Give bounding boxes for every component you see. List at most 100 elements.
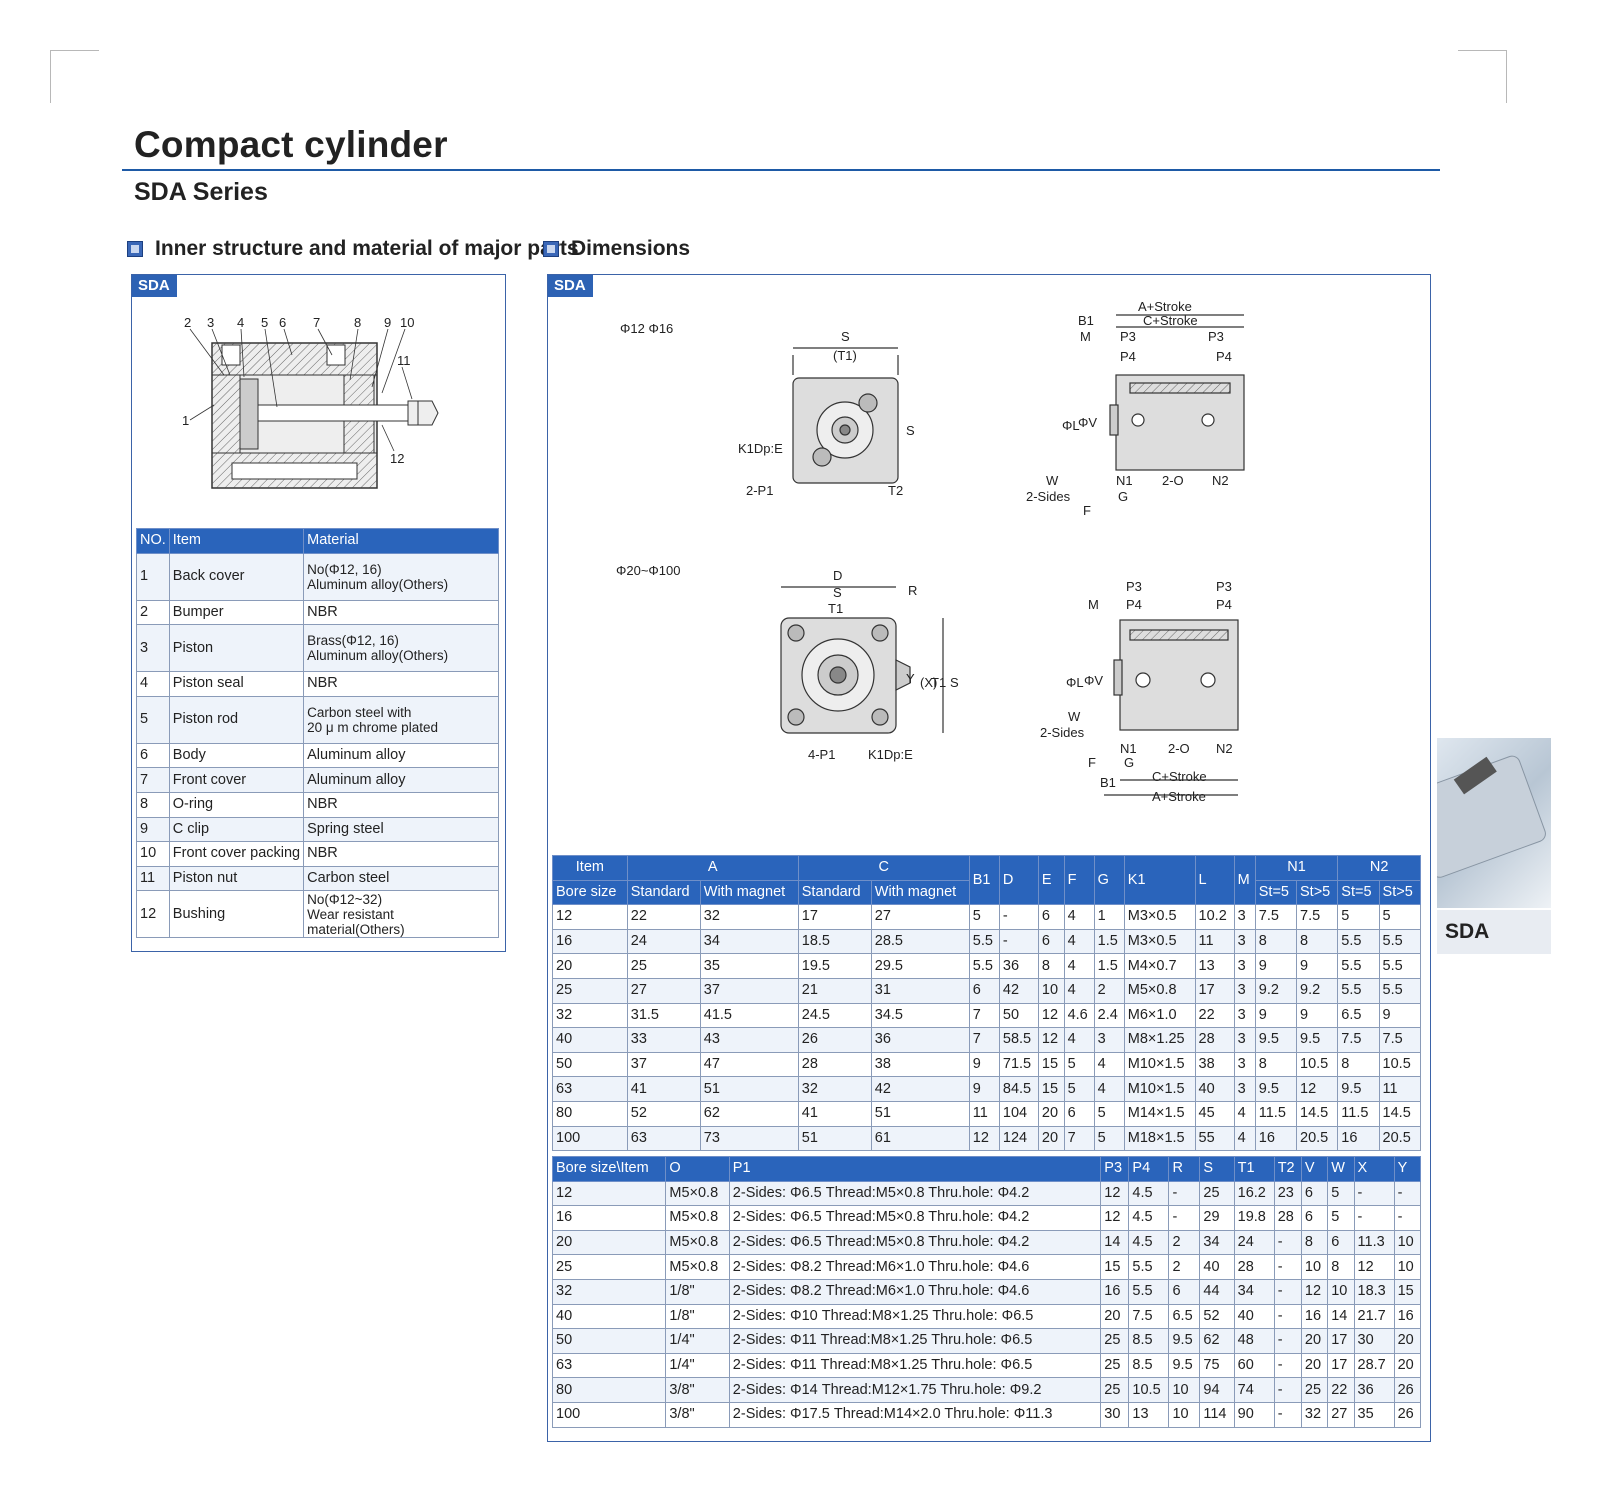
table-cell: 1/8": [665, 1278, 730, 1305]
table-cell: 37: [699, 977, 799, 1004]
table-cell: 6: [1063, 1100, 1095, 1127]
table-cell: 10.5: [1128, 1377, 1170, 1403]
table-cell: 15: [1100, 1254, 1130, 1280]
svg-text:B1: B1: [1100, 775, 1116, 790]
table-cell: 10.5: [1296, 1051, 1339, 1078]
svg-text:M: M: [1088, 597, 1099, 612]
table-cell: 28.7: [1353, 1352, 1395, 1379]
table-cell: -: [1273, 1352, 1302, 1379]
table-cell: 4: [1093, 1051, 1125, 1078]
table-cell: 27: [626, 977, 701, 1004]
table-cell: 74: [1233, 1377, 1275, 1403]
table-header-cell: P3: [1100, 1156, 1130, 1182]
table-cell: 75: [1199, 1352, 1235, 1379]
table-cell: 24: [626, 928, 701, 955]
callout-6: 6: [279, 315, 286, 330]
table-cell: No(Φ12, 16) Aluminum alloy(Others): [303, 552, 499, 601]
table-cell: M5×0.8: [665, 1254, 730, 1280]
svg-text:P4: P4: [1216, 349, 1232, 364]
side-view-large: [1104, 619, 1239, 796]
table-cell: 9: [1378, 1002, 1422, 1029]
dimension-drawings: Φ12 Φ16 Φ20~Φ100 S (T1) K1Dp:E 2-P1 T2 S: [616, 299, 1245, 804]
table-cell: 9: [1254, 953, 1298, 979]
table-cell: 8: [1327, 1254, 1355, 1280]
table-cell: 8: [1254, 1051, 1298, 1078]
table-cell: 4: [1093, 1076, 1125, 1102]
sub-N2-stgt5: St>5: [1378, 879, 1422, 906]
table-cell: -: [1353, 1180, 1395, 1207]
table-cell: 32: [699, 904, 799, 930]
table-cell: 20: [1037, 1125, 1065, 1152]
table-cell: 4: [1063, 953, 1095, 979]
svg-text:M: M: [1080, 329, 1091, 344]
table-cell: 9: [1296, 1002, 1339, 1029]
table-cell: M5×0.8: [665, 1229, 730, 1256]
svg-text:C+Stroke: C+Stroke: [1152, 769, 1207, 784]
table-cell: 58.5: [998, 1027, 1039, 1053]
table-cell: 22: [1327, 1377, 1355, 1403]
table-cell: 8: [1254, 928, 1298, 955]
table-cell: 2-Sides: Φ14 Thread:M12×1.75 Thru.hole: …: [728, 1377, 1102, 1403]
svg-text:4-P1: 4-P1: [808, 747, 835, 762]
table-cell: 5.5: [1337, 953, 1380, 979]
table-cell: 22: [626, 904, 701, 930]
table-cell: 3/8": [665, 1401, 730, 1428]
table-cell: 5.5: [1128, 1254, 1170, 1280]
table-cell: 9: [136, 816, 170, 843]
table-cell: 16: [1254, 1125, 1298, 1152]
table-cell: 29: [1199, 1205, 1235, 1231]
table-cell: 4.5: [1128, 1229, 1170, 1256]
table-cell: -: [1273, 1328, 1302, 1354]
table-cell: 12: [1296, 1076, 1339, 1102]
svg-text:ΦL: ΦL: [1066, 675, 1084, 690]
table-cell: 16.2: [1233, 1180, 1275, 1207]
table-cell: 12: [552, 904, 628, 930]
table-cell: 14: [1100, 1229, 1130, 1256]
table-cell: 51: [699, 1076, 799, 1102]
dimensions-table-a: Item A C B1 D E F G K1 L M N1 N2 Bore si…: [552, 854, 1422, 1152]
table-cell: 90: [1233, 1401, 1275, 1428]
table-cell: 28.5: [870, 928, 970, 955]
table-cell: 2-Sides: Φ8.2 Thread:M6×1.0 Thru.hole: Φ…: [728, 1254, 1102, 1280]
table-cell: -: [1393, 1205, 1422, 1231]
table-cell: 5: [136, 695, 170, 744]
table-cell: 4: [1063, 928, 1095, 955]
table-cell: 4.5: [1128, 1205, 1170, 1231]
sub-A-standard: Standard: [626, 879, 701, 906]
table-cell: 35: [1353, 1401, 1395, 1428]
table-cell: 20: [1393, 1352, 1422, 1379]
svg-text:D: D: [833, 568, 842, 583]
table-cell: 6.5: [1337, 1002, 1380, 1029]
table-cell: Aluminum alloy: [303, 742, 499, 769]
table-cell: 6: [1300, 1205, 1329, 1231]
table-cell: 45: [1194, 1100, 1235, 1127]
table-cell: 3: [1233, 1051, 1256, 1078]
table-cell: 7: [136, 767, 170, 793]
table-cell: 5: [1327, 1205, 1355, 1231]
table-cell: 22: [1194, 1002, 1235, 1029]
table-cell: M8×1.25: [1123, 1027, 1196, 1053]
table-cell: 40: [1194, 1076, 1235, 1102]
table-cell: 12: [968, 1125, 1000, 1152]
table-cell: 12: [1037, 1027, 1065, 1053]
table-cell: 5: [1093, 1100, 1125, 1127]
table-cell: 48: [1233, 1328, 1275, 1354]
title-rule: [122, 169, 1440, 171]
table-header-cell: P1: [728, 1156, 1102, 1182]
table-cell: 36: [1353, 1377, 1395, 1403]
header-E: E: [1037, 854, 1065, 906]
svg-text:T1: T1: [828, 601, 843, 616]
panel-tag: SDA: [548, 275, 593, 297]
table-cell: 2-Sides: Φ6.5 Thread:M5×0.8 Thru.hole: Φ…: [728, 1205, 1102, 1231]
table-cell: 10.5: [1378, 1051, 1422, 1078]
table-cell: M5×0.8: [1123, 977, 1196, 1004]
table-cell: 20: [1300, 1352, 1329, 1379]
table-cell: 26: [1393, 1377, 1422, 1403]
